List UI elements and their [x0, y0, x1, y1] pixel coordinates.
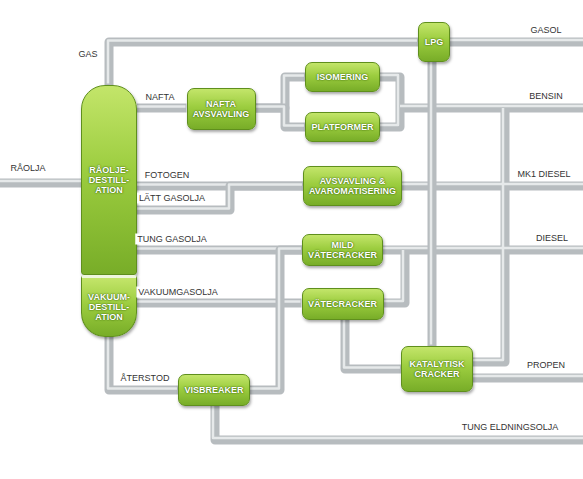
pipe-highlight — [430, 61, 433, 345]
stream-label: VAKUUMGASOLJA — [136, 287, 219, 298]
pipe-connector — [136, 107, 187, 109]
pipe-highlight — [136, 185, 302, 209]
pipe — [395, 182, 583, 191]
product-label: MK1 DIESEL — [515, 169, 572, 180]
product-label: PROPEN — [525, 360, 567, 371]
process-box: VISBREAKER — [178, 374, 250, 406]
box-label: RÅOLJE- DESTILL- ATION — [82, 165, 136, 195]
box-label: LPG — [422, 37, 447, 47]
pipe-connector — [255, 76, 306, 109]
process-box: AVSVAVLING & AVAROMATISERING — [303, 166, 402, 206]
pipe — [465, 108, 505, 362]
product-label: RÅOLJA — [8, 163, 47, 174]
product-label: TUNG ELDNINGSOLJA — [460, 422, 561, 433]
pipe — [345, 320, 401, 369]
pipe-connector — [108, 336, 178, 391]
pipe — [256, 77, 306, 108]
process-box: NAFTA AVSVAVLING — [187, 88, 256, 130]
distillation-column: RÅOLJE- DESTILL- ATION — [81, 85, 137, 275]
product-label: GASOL — [528, 25, 563, 36]
pipe — [465, 374, 583, 383]
box-label: VISBREAKER — [181, 385, 246, 395]
pipe-group — [0, 42, 583, 440]
pipe — [109, 337, 178, 390]
process-box: ISOMERING — [305, 62, 380, 92]
pipe-highlight — [344, 319, 400, 368]
product-label: DIESEL — [534, 233, 570, 244]
stream-label: TUNG GASOLJA — [135, 234, 209, 245]
pipe — [445, 38, 583, 47]
pipe — [137, 104, 187, 113]
box-label: MILD VÄTECRACKER — [303, 240, 382, 260]
stream-label: GAS — [76, 49, 99, 60]
pipe-connector — [255, 107, 306, 128]
pipe — [375, 77, 583, 127]
process-box: PLATFORMER — [305, 112, 380, 142]
pipe-highlight — [249, 249, 301, 389]
box-label: PLATFORMER — [309, 122, 377, 132]
stream-label: NAFTA — [144, 92, 177, 103]
pipe — [250, 250, 302, 390]
box-label: VAKUUM- DESTILL- ATION — [82, 292, 136, 322]
pipe-connector — [249, 249, 302, 391]
pipe — [256, 108, 306, 127]
process-box: KATALYTISK CRACKER — [401, 346, 473, 392]
stream-label: ÅTERSTOD — [119, 373, 172, 384]
pipe — [137, 186, 303, 210]
box-label: AVSVAVLING & AVAROMATISERING — [304, 176, 401, 196]
box-label: KATALYTISK CRACKER — [402, 359, 472, 379]
stream-label: LÄTT GASOLJA — [137, 193, 207, 204]
pipe-connector — [136, 185, 303, 211]
pipe-highlight — [108, 336, 177, 389]
process-box: MILD VÄTECRACKER — [302, 234, 383, 266]
pipe-connector — [344, 319, 401, 370]
pipe-connector — [431, 61, 432, 347]
stream-label: FOTOGEN — [143, 170, 191, 181]
process-box: LPG — [418, 22, 450, 62]
product-label: BENSIN — [527, 91, 565, 102]
pipe-highlight — [255, 76, 305, 107]
distillation-column: VAKUUM- DESTILL- ATION — [81, 275, 137, 337]
pipe — [0, 179, 90, 188]
pipe-highlight — [255, 107, 305, 126]
process-box: VÄTECRACKER — [302, 288, 384, 320]
box-label: ISOMERING — [314, 72, 372, 82]
box-label: VÄTECRACKER — [305, 299, 380, 309]
pipe-highlight — [0, 40, 583, 438]
pipe-highlight — [136, 105, 186, 108]
pipe — [215, 400, 583, 440]
box-label: NAFTA AVSVAVLING — [188, 99, 255, 119]
